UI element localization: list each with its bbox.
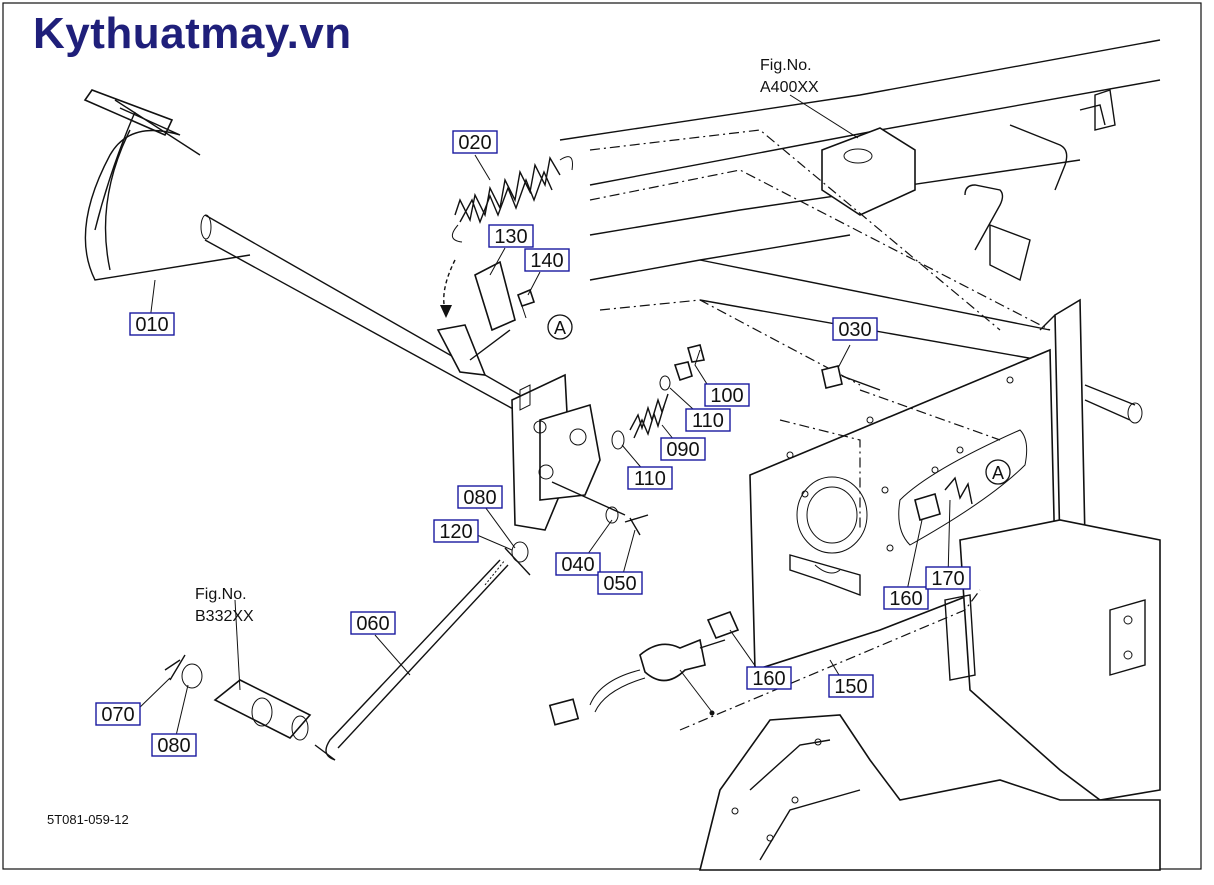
svg-text:020: 020: [458, 132, 491, 154]
callout-010: 010: [129, 312, 175, 336]
svg-text:A: A: [992, 463, 1004, 483]
svg-text:150: 150: [834, 676, 867, 698]
callout-040: 040: [555, 552, 601, 576]
svg-text:060: 060: [356, 613, 389, 635]
view-marker-a2: A: [985, 459, 1011, 485]
cylinder-fig-b332: [213, 679, 312, 741]
svg-text:050: 050: [603, 573, 636, 595]
callout-110a: 110: [685, 408, 731, 432]
svg-text:120: 120: [439, 521, 472, 543]
svg-text:090: 090: [666, 439, 699, 461]
bolt-part-140: [516, 288, 536, 319]
svg-text:A: A: [554, 318, 566, 338]
svg-text:130: 130: [494, 226, 527, 248]
svg-text:160: 160: [752, 668, 785, 690]
callout-160b: 160: [883, 586, 929, 610]
washer-part-040: [605, 506, 619, 524]
callout-060: 060: [350, 611, 396, 635]
callout-labels: 010 020 130 140 030 100 110 090 110 080 …: [95, 130, 971, 757]
bolt-part-030: [821, 365, 881, 391]
adjuster-part-170: [944, 476, 973, 505]
svg-text:Fig.No.: Fig.No.: [760, 57, 812, 74]
leader-lines: [134, 94, 951, 741]
callout-070: 070: [95, 702, 141, 726]
callout-100: 100: [704, 383, 750, 407]
fig-ref-a400: Fig.No. A400XX: [760, 57, 819, 96]
svg-text:110: 110: [634, 468, 666, 490]
callout-050: 050: [597, 571, 643, 595]
drawing-code: 5T081-059-12: [47, 812, 129, 827]
svg-text:040: 040: [561, 554, 594, 576]
callout-080b: 080: [151, 733, 197, 757]
svg-text:110: 110: [692, 410, 724, 432]
nut-part-100b: [687, 344, 705, 363]
switch-bracket-plate: [511, 373, 626, 531]
svg-text:080: 080: [463, 487, 496, 509]
rod-part-060: [314, 559, 509, 761]
callout-160a: 160: [746, 666, 792, 690]
svg-text:010: 010: [135, 314, 168, 336]
nut-part-100a: [673, 361, 693, 382]
callout-130: 130: [488, 224, 534, 248]
nut-part-160b: [914, 492, 941, 522]
spring-part-020: [451, 156, 573, 243]
spring-part-090: [629, 393, 669, 439]
svg-text:170: 170: [931, 568, 964, 590]
callout-150: 150: [828, 674, 874, 698]
pin-part-050: [624, 514, 649, 536]
svg-text:140: 140: [530, 250, 563, 272]
callout-110b: 110: [627, 466, 673, 490]
pedal-arm-part-010: [83, 89, 521, 411]
callout-120: 120: [433, 519, 479, 543]
pin-part-070: [164, 654, 186, 681]
svg-text:070: 070: [101, 704, 134, 726]
ring-part-080a: [511, 541, 529, 563]
page-border: [2, 2, 1202, 870]
view-marker-a1: A: [547, 314, 573, 340]
callout-030: 030: [832, 317, 878, 341]
callout-080a: 080: [457, 485, 503, 509]
callout-170: 170: [925, 566, 971, 590]
svg-text:100: 100: [710, 385, 743, 407]
svg-text:B332XX: B332XX: [195, 608, 254, 625]
fig-ref-b332: Fig.No. B332XX: [195, 586, 254, 625]
callout-020: 020: [452, 130, 498, 154]
callout-090: 090: [660, 437, 706, 461]
nut-part-160a: [706, 610, 740, 640]
switch-part-150: [548, 638, 726, 726]
pin-part-120: [504, 547, 531, 576]
watermark-logo: Kythuatmay.vn: [33, 9, 352, 58]
washer-part-110a: [611, 430, 625, 450]
svg-text:080: 080: [157, 735, 190, 757]
washer-part-110b: [659, 375, 671, 391]
svg-text:160: 160: [889, 588, 922, 610]
bracket-part-130: [436, 260, 516, 376]
chassis-frame: [559, 39, 1161, 871]
svg-text:030: 030: [838, 319, 871, 341]
callout-140: 140: [524, 248, 570, 272]
svg-text:A400XX: A400XX: [760, 79, 819, 96]
washer-part-080b: [181, 663, 203, 689]
svg-text:Fig.No.: Fig.No.: [195, 586, 247, 603]
